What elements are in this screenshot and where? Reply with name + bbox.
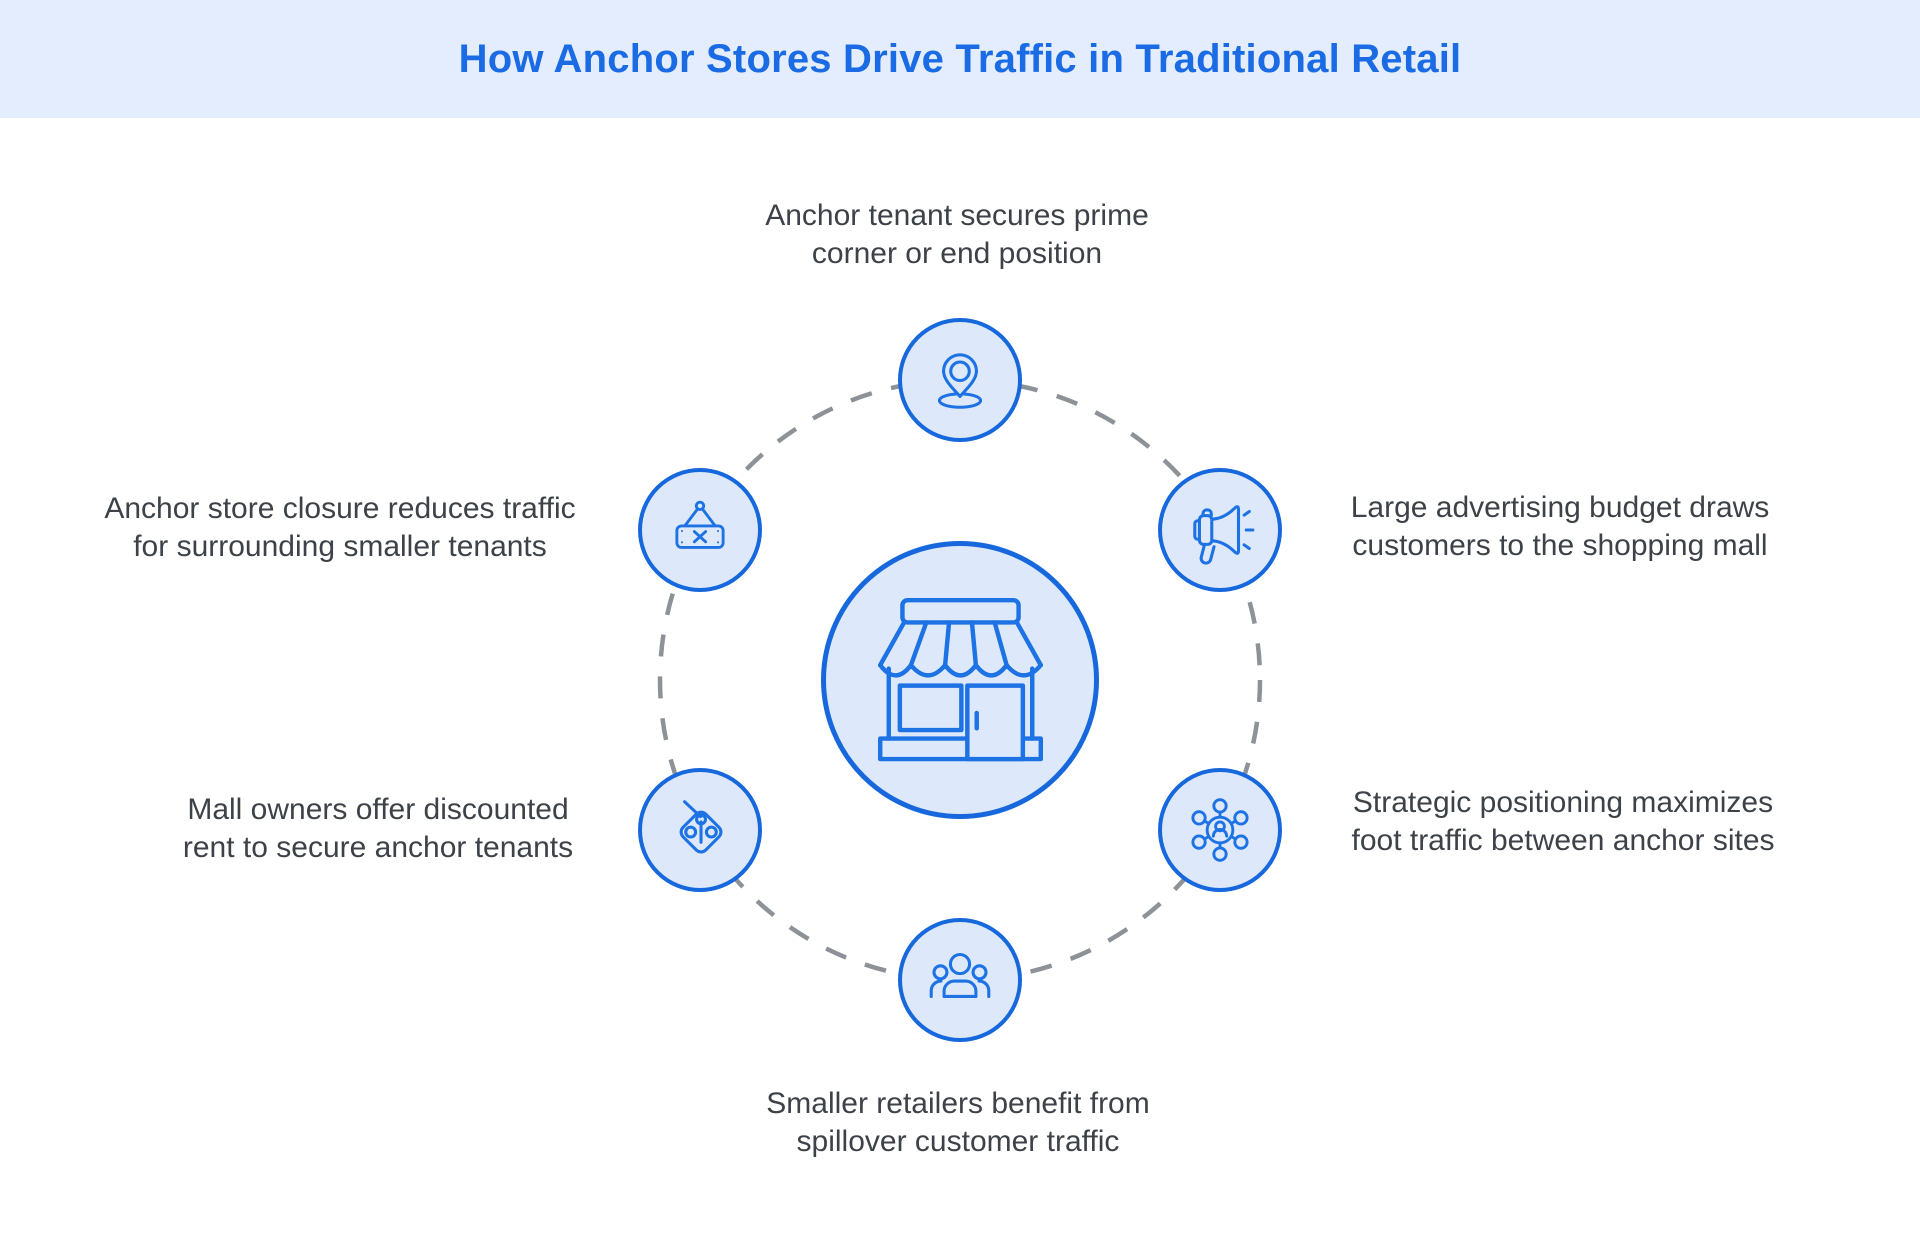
node-discounted-rent: [638, 768, 762, 892]
label-store-closure: Anchor store closure reduces traffic for…: [104, 490, 575, 566]
label-line: spillover customer traffic: [796, 1125, 1120, 1158]
label-line: Mall owners offer discounted: [187, 793, 569, 826]
node-store-closure: [638, 468, 762, 592]
label-line: Anchor tenant secures prime: [765, 199, 1149, 232]
network-icon: [1191, 798, 1249, 862]
price-tag-icon: [679, 800, 723, 854]
label-line: foot traffic between anchor sites: [1351, 824, 1775, 857]
closed-sign-icon: [675, 500, 725, 549]
page-title: How Anchor Stores Drive Traffic in Tradi…: [458, 36, 1462, 81]
label-advertising: Large advertising budget draws customers…: [1351, 489, 1770, 565]
label-discounted-rent: Mall owners offer discounted rent to sec…: [183, 791, 573, 867]
label-line: Anchor store closure reduces traffic: [104, 492, 576, 525]
anchor-store-diagram: Anchor tenant secures prime corner or en…: [0, 118, 1920, 1244]
label-line: Smaller retailers benefit from: [766, 1087, 1150, 1120]
megaphone-icon: [1193, 505, 1255, 565]
location-pin-icon: [937, 353, 983, 409]
center-node-anchor-store: [821, 541, 1099, 819]
label-line: Large advertising budget draws: [1350, 491, 1770, 524]
node-prime-position: [898, 318, 1022, 442]
label-line: rent to secure anchor tenants: [182, 831, 574, 864]
label-line: customers to the shopping mall: [1352, 529, 1768, 562]
header-banner: How Anchor Stores Drive Traffic in Tradi…: [0, 0, 1920, 118]
label-prime-position: Anchor tenant secures prime corner or en…: [765, 197, 1149, 273]
storefront-icon: [877, 597, 1043, 761]
label-line: Strategic positioning maximizes: [1352, 786, 1774, 819]
label-smaller-retailers: Smaller retailers benefit from spillover…: [766, 1085, 1149, 1161]
people-icon: [929, 952, 991, 998]
label-line: for surrounding smaller tenants: [133, 530, 547, 563]
node-smaller-retailers: [898, 918, 1022, 1042]
node-strategic-positioning: [1158, 768, 1282, 892]
node-advertising: [1158, 468, 1282, 592]
label-line: corner or end position: [811, 237, 1103, 270]
label-strategic-positioning: Strategic positioning maximizes foot tra…: [1351, 784, 1774, 860]
